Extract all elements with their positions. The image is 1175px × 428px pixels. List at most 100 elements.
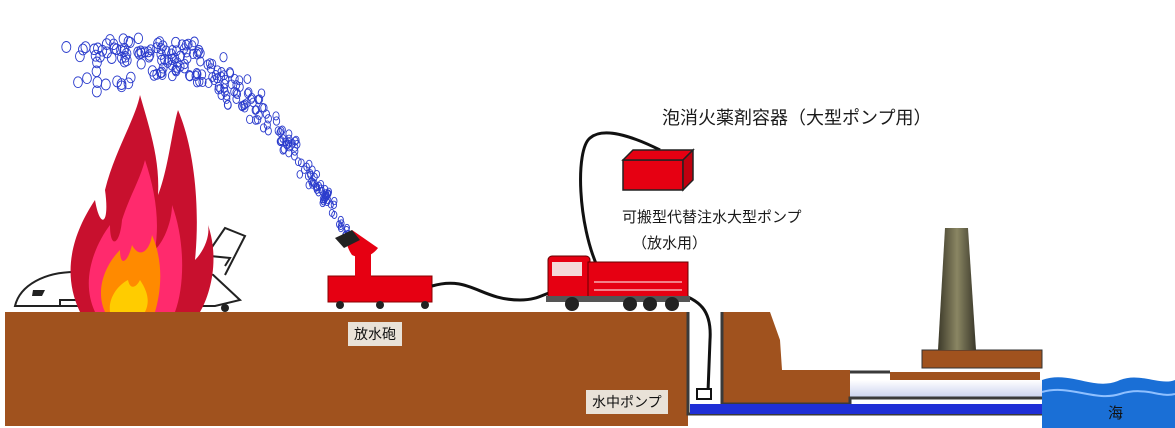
foam-bubble (308, 177, 315, 186)
foam-bubble (108, 38, 119, 50)
foam-bubble (243, 88, 252, 99)
ground (5, 312, 1043, 426)
foam-bubble (255, 110, 263, 121)
foam-bubble (243, 74, 252, 84)
cannon-label: 放水砲 (348, 322, 402, 346)
foam-bubble (279, 145, 287, 155)
foam-bubble (208, 58, 217, 70)
foam-bubble (133, 32, 144, 44)
foam-bubble (274, 126, 282, 136)
sea-label: 海 (1108, 404, 1124, 422)
submersible-pump-label: 水中ポンプ (586, 390, 668, 414)
foam-bubble (118, 33, 128, 45)
foam-bubble (156, 67, 165, 79)
sea (1041, 377, 1175, 428)
foam-bubble (222, 94, 231, 104)
foam-bubble (91, 85, 102, 98)
foam-bubble (177, 39, 187, 51)
foam-bubble (167, 48, 176, 60)
foam-bubble (119, 55, 130, 68)
foam-container-label: 泡消火薬剤容器（大型ポンプ用） (662, 108, 932, 129)
foam-bubble (182, 53, 192, 64)
foam-bubble (192, 77, 202, 88)
fire-icon (70, 95, 214, 312)
foam-bubble (313, 169, 321, 179)
foam-bubble (232, 87, 241, 98)
foam-bubble (123, 77, 134, 90)
pump-label-line1: 可搬型代替注水大型ポンプ (622, 208, 802, 226)
foam-bubble (307, 169, 314, 178)
foam-bubble (194, 47, 203, 58)
foam-bubble (140, 46, 150, 58)
foam-bubble (92, 56, 102, 69)
foam-bubble (285, 129, 293, 139)
foam-bubble (78, 43, 88, 56)
foam-bubble (95, 50, 105, 63)
foam-bubble (213, 73, 222, 84)
foam-bubble (136, 45, 146, 57)
foam-bubble (230, 73, 239, 84)
foam-bubble (303, 162, 310, 172)
foam-bubble (225, 67, 234, 78)
foam-bubble (294, 157, 302, 167)
chimney-icon (938, 228, 976, 350)
foam-bubble (158, 69, 167, 80)
foam-bubble (324, 195, 332, 205)
foam-bubble (330, 200, 338, 209)
pump-icon (696, 388, 712, 400)
foam-bubble (291, 151, 298, 161)
foam-bubble (216, 83, 225, 94)
foam-bubble (121, 47, 132, 60)
foam-bubble (80, 41, 91, 54)
foam-bubble (171, 36, 181, 48)
foam-bubble (185, 70, 194, 81)
foam-bubble (105, 34, 115, 46)
foam-bubble (257, 88, 266, 98)
foam-bubble (193, 69, 202, 80)
water-channel (686, 312, 1045, 416)
foam-bubble (217, 71, 226, 82)
foam-bubble (297, 158, 305, 168)
foam-bubble (182, 46, 191, 58)
foam-bubble (116, 44, 126, 57)
foam-bubble (217, 67, 226, 77)
foam-bubble (198, 76, 207, 88)
foam-bubble (204, 78, 213, 89)
foam-bubble (263, 120, 271, 130)
foam-bubble (156, 48, 166, 60)
foam-bubble (304, 171, 312, 181)
foam-bubble (146, 44, 156, 56)
foam-bubble (291, 142, 299, 152)
container-icon (621, 148, 695, 192)
foam-bubble (180, 62, 189, 74)
foam-bubble (255, 94, 264, 104)
foam-bubble (196, 56, 205, 67)
foam-bubble (223, 99, 232, 110)
foam-bubble (91, 65, 102, 78)
foam-bubble (277, 126, 285, 136)
foam-bubble (219, 52, 228, 63)
foam-bubble (251, 105, 259, 115)
water-cannon-icon (327, 230, 433, 309)
foam-bubble (158, 40, 168, 52)
foam-bubble (100, 78, 111, 91)
foam-bubble (323, 197, 331, 207)
foam-bubble (222, 90, 231, 101)
foam-bubble (206, 63, 216, 74)
foam-bubble (194, 45, 204, 56)
foam-bubble (296, 170, 304, 179)
foam-bubble (260, 103, 268, 113)
foam-bubble (258, 102, 267, 113)
foam-bubble (152, 42, 162, 54)
foam-bubble (97, 44, 108, 57)
foam-bubble (262, 109, 270, 119)
foam-bubble (336, 220, 343, 229)
foam-bubble (313, 182, 320, 191)
foam-bubble (317, 179, 325, 189)
foam-bubble (337, 215, 344, 224)
foam-bubble (61, 41, 72, 53)
foam-bubble (325, 187, 333, 196)
foam-bubble (180, 58, 189, 70)
